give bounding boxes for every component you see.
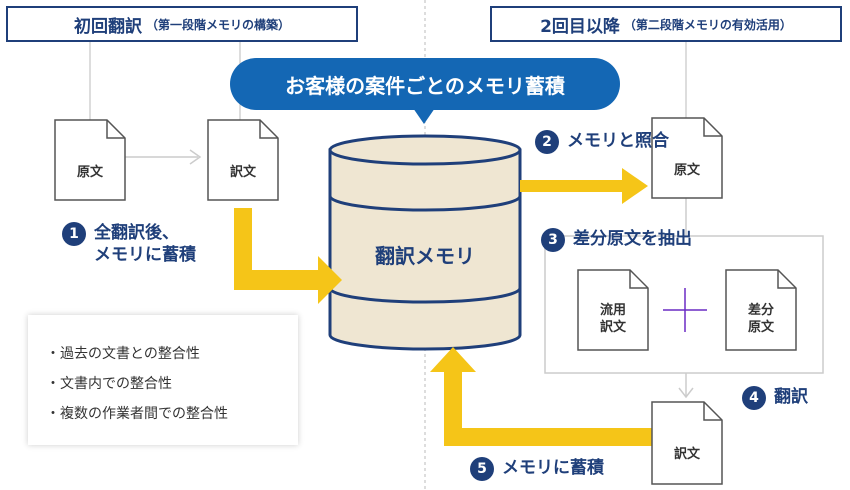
step-3-label: 差分原文を抽出 xyxy=(573,229,692,249)
source-doc-left-label: 原文 xyxy=(76,165,103,180)
phase1-header: 初回翻訳 （第一段階メモリの構築） xyxy=(6,6,358,42)
step-2-label: メモリと照合 xyxy=(567,131,669,151)
step-5-label: メモリに蓄積 xyxy=(502,458,604,478)
reused-translation-doc-label: 流用 訳文 xyxy=(578,302,648,336)
document-icon xyxy=(651,117,723,199)
banner-text: お客様の案件ごとのメモリ蓄積 xyxy=(285,73,565,98)
step-1-number: 1 xyxy=(62,222,86,246)
memory-accumulation-banner: お客様の案件ごとのメモリ蓄積 xyxy=(230,58,620,110)
reused-line-1: 流用 xyxy=(599,303,626,318)
diff-extraction-frame xyxy=(544,235,824,374)
step-5-number: 5 xyxy=(470,457,494,481)
step-1: 1 全翻訳後、 メモリに蓄積 xyxy=(62,222,196,266)
step-4: 4 翻訳 xyxy=(742,386,808,410)
step-2-number: 2 xyxy=(535,130,559,154)
translation-doc-right-label: 訳文 xyxy=(673,447,700,462)
benefit-item: ・文書内での整合性 xyxy=(46,376,172,392)
document-icon xyxy=(651,401,723,485)
document-icon xyxy=(54,119,126,201)
phase1-subtitle: （第一段階メモリの構築） xyxy=(145,17,290,32)
store-to-memory-arrow-1 xyxy=(234,208,342,304)
phase2-subtitle: （第二段階メモリの有効活用） xyxy=(623,17,792,32)
database-label: 翻訳メモリ xyxy=(375,244,475,268)
diff-line-1: 差分 xyxy=(747,303,774,318)
step-2: 2 メモリと照合 xyxy=(535,130,669,154)
store-to-memory-arrow-5 xyxy=(430,347,652,446)
document-icon xyxy=(207,119,279,201)
banner-tail xyxy=(413,108,435,124)
step-3-number: 3 xyxy=(541,228,565,252)
step-1-line-2: メモリに蓄積 xyxy=(94,245,196,265)
step-5: 5 メモリに蓄積 xyxy=(470,457,604,481)
source-doc-right-label: 原文 xyxy=(673,163,700,178)
step-4-label: 翻訳 xyxy=(774,387,808,407)
consistency-benefits-box: ・過去の文書との整合性 ・文書内での整合性 ・複数の作業者間での整合性 xyxy=(28,315,298,445)
memory-match-arrow xyxy=(520,168,648,204)
phase2-header: 2回目以降 （第二段階メモリの有効活用） xyxy=(490,6,842,42)
document-icon xyxy=(577,269,649,351)
reused-line-2: 訳文 xyxy=(599,320,626,335)
phase2-title: 2回目以降 xyxy=(540,16,620,37)
frame-to-translation-arrow xyxy=(678,373,694,399)
translation-memory-database xyxy=(328,134,522,351)
benefit-item: ・複数の作業者間での整合性 xyxy=(46,406,228,422)
diff-source-doc-label: 差分 原文 xyxy=(726,302,796,336)
source-to-translation-arrow xyxy=(125,149,202,165)
step-4-number: 4 xyxy=(742,386,766,410)
step-3: 3 差分原文を抽出 xyxy=(541,228,692,252)
phase1-title: 初回翻訳 xyxy=(73,16,142,37)
plus-icon xyxy=(663,288,707,332)
benefit-item: ・過去の文書との整合性 xyxy=(46,346,200,362)
document-icon xyxy=(725,269,797,351)
diff-line-2: 原文 xyxy=(747,320,774,335)
translation-doc-left-label: 訳文 xyxy=(229,165,256,180)
step-1-line-1: 全翻訳後、 xyxy=(94,223,179,243)
